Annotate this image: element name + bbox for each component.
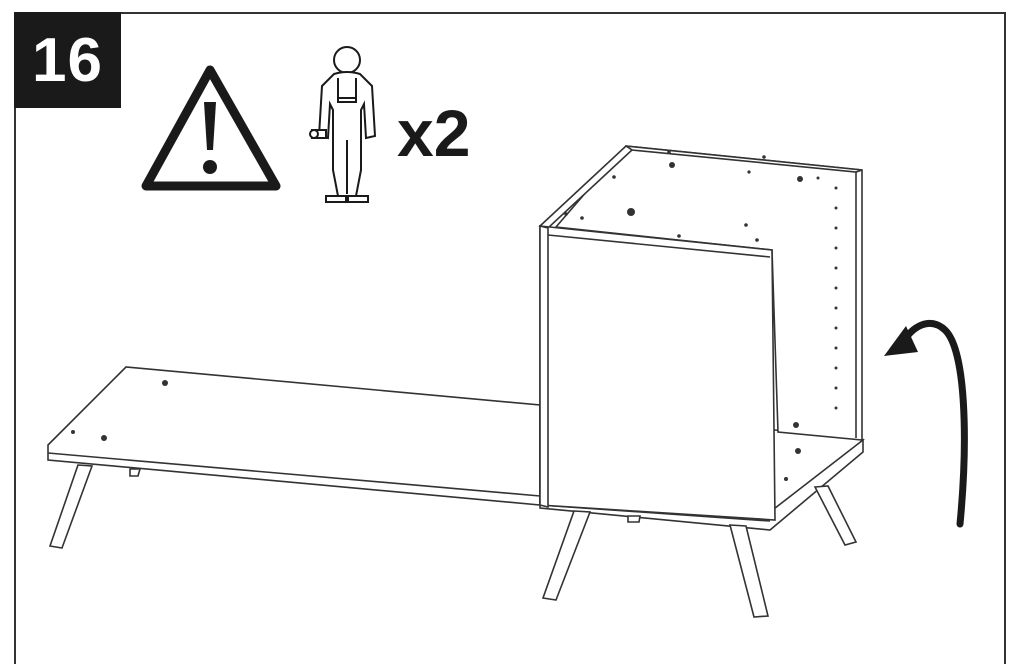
legs <box>48 464 858 618</box>
back-panel <box>554 145 863 441</box>
warning-triangle-icon <box>141 65 281 191</box>
people-count-label: x2 <box>397 96 471 170</box>
worker-figure-icon <box>309 46 377 203</box>
step-number-badge: 16 <box>14 12 121 108</box>
back-panel-holes <box>564 150 838 428</box>
divider-panel <box>539 224 776 521</box>
rotate-arrow-icon <box>884 320 968 528</box>
